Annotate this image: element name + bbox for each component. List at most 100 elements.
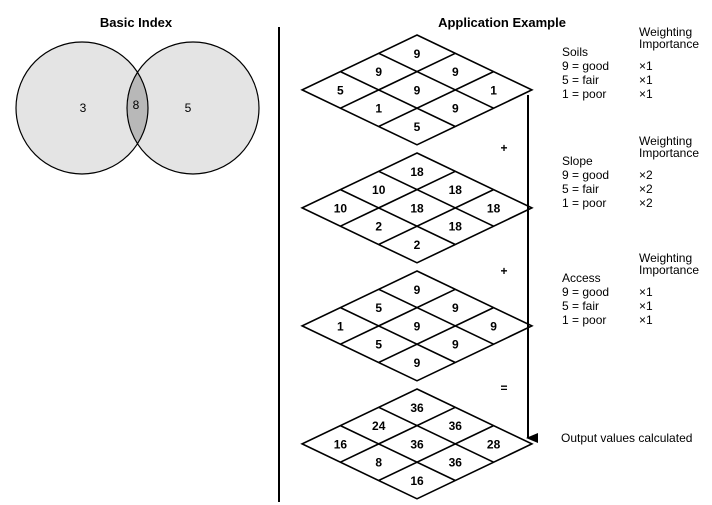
grid-cell-value: 36 [410,437,424,451]
grid-cell-value: 9 [414,356,421,370]
grid-cell-value: 18 [410,165,424,179]
venn-circle-right [127,42,259,174]
weight-multiplier: ×2 [639,182,653,196]
venn-right-value: 5 [185,101,192,115]
grid-divider [378,288,494,345]
grid-cell-value: 9 [375,65,382,79]
rating-label: 9 = good [562,285,609,299]
grid-cell-value: 5 [337,83,344,97]
rating-label: 5 = fair [562,299,599,313]
grid-cell-value: 18 [449,220,463,234]
rating-label: 1 = poor [562,87,606,101]
output-label: Output values calculated [561,431,692,445]
grid-divider [340,188,456,246]
layer-grid: 36 36 28 24 36 36 16 8 16 [300,388,534,500]
grid-cell-value: 5 [375,301,382,315]
grid-cell-value: 10 [372,183,386,197]
weight-multiplier: ×1 [639,59,653,73]
grid-cell-value: 1 [337,319,344,333]
importance-header: Importance [639,263,699,277]
grid-outline [300,152,534,264]
rating-label: 1 = poor [562,196,606,210]
layer-grid: 9 9 9 5 9 9 1 5 9 [300,270,534,382]
grid-divider [340,52,456,109]
grid-cell-value: 1 [375,102,382,116]
grid-divider [378,170,494,227]
application-title: Application Example [438,15,566,30]
venn-overlap-region [127,72,148,144]
grid-cell-value: 5 [375,338,382,352]
layer-grid: 9 9 1 9 9 9 5 1 5 [300,34,534,146]
grid-cell-value: 9 [414,47,421,61]
grid-cell-value: 9 [490,319,497,333]
grid-divider [340,424,456,482]
grid-divider [340,406,456,463]
layer-name: Soils [562,45,588,59]
grid-cell-value: 36 [410,401,424,415]
grid-divider [340,306,456,364]
layer-name: Access [562,271,601,285]
rating-label: 5 = fair [562,182,599,196]
weight-multiplier: ×1 [639,299,653,313]
grid-divider [378,306,494,364]
rating-label: 1 = poor [562,313,606,327]
grid-cell-value: 1 [490,83,497,97]
basic-index-title: Basic Index [100,15,173,30]
grid-cell-value: 9 [414,319,421,333]
grid-divider [378,70,494,128]
layer-legend: Output values calculated [561,431,692,445]
grid-cell-value: 18 [449,183,463,197]
grid-cell-value: 28 [487,437,501,451]
weight-multiplier: ×1 [639,87,653,101]
operator-symbols: + + = [500,141,507,395]
grid-cell-value: 9 [452,102,459,116]
weight-multiplier: ×2 [639,196,653,210]
grid-divider [378,188,494,246]
equals-symbol: = [500,381,507,395]
venn-left-value: 3 [80,101,87,115]
grid-cell-value: 9 [414,283,421,297]
rating-label: 9 = good [562,59,609,73]
grid-cell-value: 2 [375,220,382,234]
grid-cell-value: 9 [452,65,459,79]
basic-index-panel: Basic Index 3 8 5 [15,15,260,175]
weighting-header: Weighting [639,251,692,265]
weight-multiplier: ×1 [639,73,653,87]
importance-header: Importance [639,37,699,51]
grid-cell-value: 18 [487,201,501,215]
grid-divider [378,52,494,109]
grid-cell-value: 9 [452,338,459,352]
application-panel: Application Example 99199951518181810181… [300,15,699,500]
grid-divider [340,288,456,345]
grid-divider [340,170,456,227]
grid-cell-value: 5 [414,120,421,134]
grid-cell-value: 36 [449,419,463,433]
venn-circle-right-outline [126,41,260,175]
rating-label: 5 = fair [562,73,599,87]
plus-symbol: + [500,141,507,155]
grid-cell-value: 9 [452,301,459,315]
grid-cell-value: 2 [414,238,421,252]
importance-header: Importance [639,146,699,160]
grid-divider [378,406,494,463]
grid-cell-value: 9 [414,83,421,97]
grid-divider [340,70,456,128]
weight-multiplier: ×1 [639,285,653,299]
layer-name: Slope [562,154,593,168]
plus-symbol: + [500,264,507,278]
grid-cell-value: 10 [334,201,348,215]
grid-cell-value: 8 [375,456,382,470]
grid-cell-value: 24 [372,419,386,433]
grid-divider [378,424,494,482]
weighting-header: Weighting [639,25,692,39]
grid-cell-value: 16 [410,474,424,488]
grid-cell-value: 16 [334,437,348,451]
grid-cell-value: 36 [449,456,463,470]
